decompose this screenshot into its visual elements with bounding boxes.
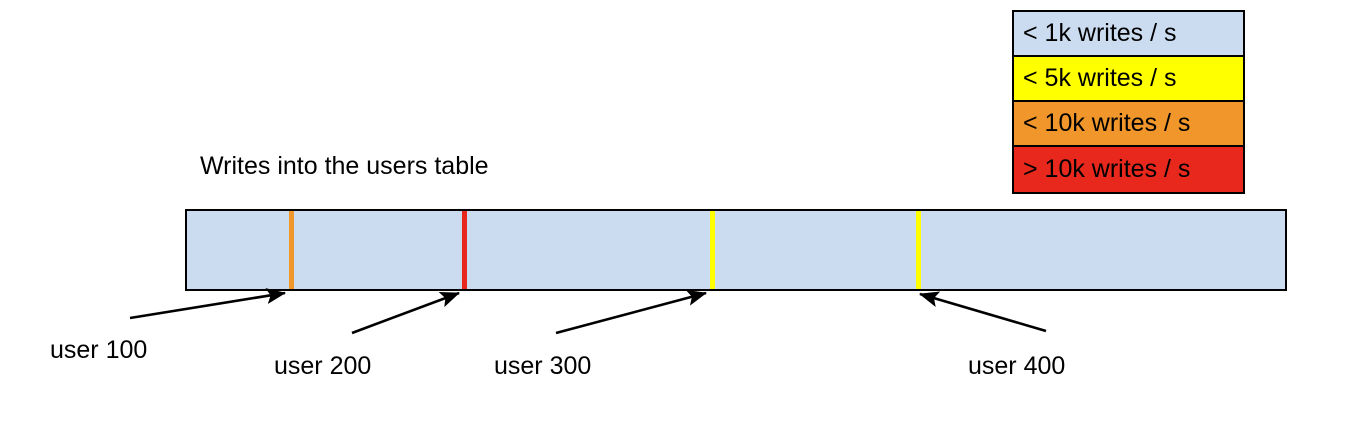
chart-title: Writes into the users table — [200, 152, 489, 180]
callout-label-user-400: user 400 — [968, 352, 1066, 380]
users-table-band — [185, 209, 1287, 291]
arrow-user-100 — [129, 288, 287, 320]
legend-row-gt-10k: > 10k writes / s — [1014, 147, 1243, 192]
legend-label-gt-10k: > 10k writes / s — [1023, 155, 1191, 183]
callout-label-user-300: user 300 — [494, 352, 592, 380]
legend-label-lt-10k: < 10k writes / s — [1023, 109, 1191, 137]
arrow-user-400 — [919, 291, 1047, 333]
band-marker-user-300 — [710, 211, 715, 289]
callout-label-user-200: user 200 — [274, 352, 372, 380]
band-marker-user-100 — [289, 211, 294, 289]
band-marker-user-200 — [462, 211, 467, 289]
legend-label-lt-1k: < 1k writes / s — [1023, 19, 1177, 47]
legend-label-lt-5k: < 5k writes / s — [1023, 64, 1177, 92]
legend-row-lt-10k: < 10k writes / s — [1014, 102, 1243, 147]
callout-label-user-100: user 100 — [50, 336, 148, 364]
legend-row-lt-5k: < 5k writes / s — [1014, 57, 1243, 102]
legend-row-lt-1k: < 1k writes / s — [1014, 12, 1243, 57]
arrow-user-300 — [555, 290, 708, 335]
write-rate-legend: < 1k writes / s < 5k writes / s < 10k wr… — [1012, 10, 1245, 194]
arrow-user-200 — [351, 291, 460, 335]
band-marker-user-400 — [916, 211, 921, 289]
